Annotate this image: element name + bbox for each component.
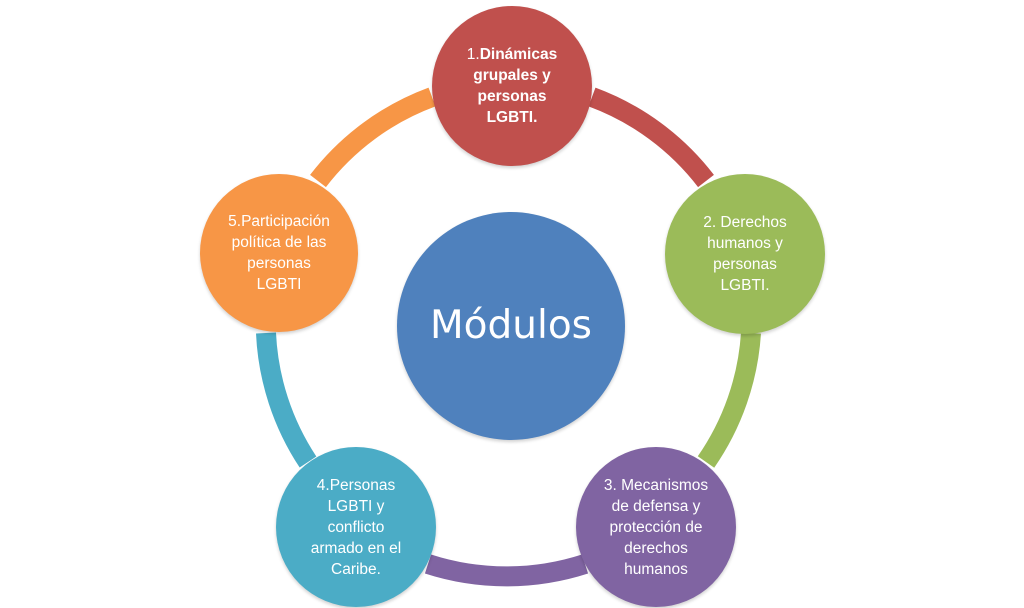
module-node-1: 1.Dinámicas grupales y personas LGBTI. xyxy=(432,6,592,166)
module-5-label: 5.Participación política de las personas… xyxy=(228,213,330,293)
module-node-4: 4.Personas LGBTI y conflicto armado en e… xyxy=(276,447,436,607)
center-label: Módulos xyxy=(430,303,592,348)
module-node-5: 5.Participación política de las personas… xyxy=(200,174,358,332)
connector-arc-4-5 xyxy=(256,332,317,468)
connector-arc-2-3 xyxy=(697,332,761,468)
center-node: Módulos xyxy=(397,212,625,440)
connector-arc-5-1 xyxy=(310,87,436,188)
connector-arc-1-2 xyxy=(588,87,714,188)
module-1-label: Dinámicas grupales y personas LGBTI. xyxy=(473,46,558,126)
module-2-label: 2. Derechos humanos y personas LGBTI. xyxy=(703,214,787,294)
module-node-2: 2. Derechos humanos y personas LGBTI. xyxy=(665,174,825,334)
module-4-label: 4.Personas LGBTI y conflicto armado en e… xyxy=(310,476,402,578)
connector-arc-3-4 xyxy=(424,554,589,587)
module-node-3: 3. Mecanismos de defensa y protección de… xyxy=(576,447,736,607)
module-1-prefix: 1. xyxy=(466,46,480,63)
module-3-label: 3. Mecanismos de defensa y protección de… xyxy=(603,476,709,578)
